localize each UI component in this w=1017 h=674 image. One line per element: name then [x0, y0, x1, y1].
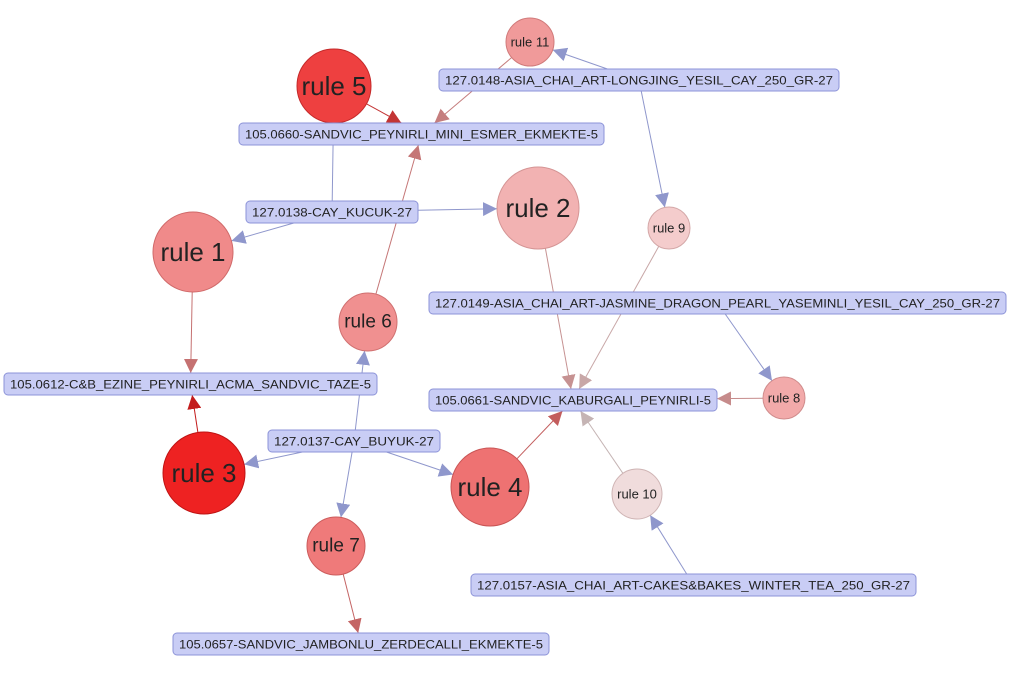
edge-i_winter-to-r10	[649, 514, 688, 575]
item-box	[428, 291, 1007, 315]
rule-circle	[611, 468, 663, 520]
rule-circle	[450, 447, 530, 527]
edge-i_cay_buyuk-to-r3	[243, 451, 303, 469]
edge-i_longjing-to-r9	[640, 90, 669, 208]
rule-node-10[interactable]: rule 10	[611, 468, 663, 520]
rule-node-5[interactable]: rule 5	[296, 48, 372, 124]
rule-label: rule 8	[768, 391, 801, 406]
item-box	[245, 200, 419, 224]
item-label: 127.0137-CAY_BUYUK-27	[274, 435, 434, 449]
rule-label: rule 11	[511, 35, 550, 50]
rule-node-8[interactable]: rule 8	[762, 376, 806, 420]
item-box	[438, 68, 840, 92]
item-node[interactable]: 127.0157-ASIA_CHAI_ART-CAKES&BAKES_WINTE…	[470, 573, 917, 597]
rule-node-7[interactable]: rule 7	[306, 516, 366, 576]
rule-circle	[647, 206, 691, 250]
item-box	[267, 429, 441, 453]
edge-r1-to-i_ezine	[183, 291, 198, 374]
edge-r2-to-i_kaburgali	[544, 248, 576, 390]
item-box	[238, 122, 605, 146]
rule-node-1[interactable]: rule 1	[152, 211, 234, 293]
item-label: 127.0138-CAY_KUCUK-27	[252, 206, 412, 220]
rule-circle	[162, 431, 246, 515]
item-box	[470, 573, 917, 597]
item-node[interactable]: 127.0149-ASIA_CHAI_ART-JASMINE_DRAGON_PE…	[428, 291, 1007, 315]
item-label: 105.0661-SANDVIC_KABURGALI_PEYNIRLI-5	[435, 394, 711, 408]
rule-label: rule 5	[301, 71, 366, 101]
rule-circle	[338, 292, 398, 352]
edge-i_cay_kucuk-to-r1	[231, 222, 294, 244]
item-label: 127.0157-ASIA_CHAI_ART-CAKES&BAKES_WINTE…	[477, 579, 910, 593]
rule-label: rule 1	[160, 237, 225, 267]
rule-circle	[762, 376, 806, 420]
rule-node-11[interactable]: rule 11	[505, 17, 555, 67]
rule-node-4[interactable]: rule 4	[450, 447, 530, 527]
edge-r7-to-i_jambonlu	[342, 573, 362, 634]
rules-layer: rule 1 rule 2 rule 3 rule 4 rule 5 rule 6 rule…	[152, 17, 806, 576]
edge-i_cay_kucuk-to-r2	[417, 202, 498, 217]
item-label: 127.0148-ASIA_CHAI_ART-LONGJING_YESIL_CA…	[445, 74, 833, 88]
item-box	[428, 388, 718, 412]
rule-node-2[interactable]: rule 2	[496, 166, 580, 250]
item-box	[172, 632, 550, 656]
item-node[interactable]: 105.0661-SANDVIC_KABURGALI_PEYNIRLI-5	[428, 388, 718, 412]
rule-label: rule 9	[653, 221, 686, 236]
edge-r10-to-i_kaburgali	[580, 410, 624, 474]
rule-node-9[interactable]: rule 9	[647, 206, 691, 250]
item-node[interactable]: 127.0138-CAY_KUCUK-27	[245, 200, 419, 224]
item-label: 105.0657-SANDVIC_JAMBONLU_ZERDECALLI_EKM…	[179, 638, 543, 652]
item-node[interactable]: 105.0657-SANDVIC_JAMBONLU_ZERDECALLI_EKM…	[172, 632, 550, 656]
edge-i_cay_buyuk-to-r7	[336, 451, 353, 518]
edge-r5-to-i_mini_esmer	[366, 103, 402, 124]
rule-circle	[496, 166, 580, 250]
rule-label: rule 7	[312, 536, 360, 557]
edge-r9-to-i_kaburgali	[578, 246, 660, 390]
rule-circle	[306, 516, 366, 576]
rule-node-3[interactable]: rule 3	[162, 431, 246, 515]
item-label: 127.0149-ASIA_CHAI_ART-JASMINE_DRAGON_PE…	[435, 297, 1000, 311]
rule-node-6[interactable]: rule 6	[338, 292, 398, 352]
rule-label: rule 6	[344, 312, 392, 333]
rule-label: rule 4	[457, 472, 522, 502]
item-node[interactable]: 105.0660-SANDVIC_PEYNIRLI_MINI_ESMER_EKM…	[238, 122, 605, 146]
items-layer: 105.0660-SANDVIC_PEYNIRLI_MINI_ESMER_EKM…	[3, 68, 1007, 656]
item-node[interactable]: 127.0148-ASIA_CHAI_ART-LONGJING_YESIL_CA…	[438, 68, 840, 92]
rule-circle	[505, 17, 555, 67]
item-node[interactable]: 127.0137-CAY_BUYUK-27	[267, 429, 441, 453]
edge-r3-to-i_ezine	[187, 394, 202, 433]
edges-layer	[183, 47, 773, 634]
edge-i_cay_buyuk-to-r4	[386, 451, 454, 477]
rule-circle	[152, 211, 234, 293]
item-label: 105.0612-C&B_EZINE_PEYNIRLI_ACMA_SANDVIC…	[10, 378, 371, 392]
rule-label: rule 3	[171, 458, 236, 488]
rule-label: rule 2	[505, 193, 570, 223]
edge-i_jasmine-to-r8	[724, 313, 773, 382]
edge-i_longjing-to-r11	[552, 47, 608, 70]
edge-r4-to-i_kaburgali	[516, 410, 563, 460]
rule-label: rule 10	[617, 487, 657, 502]
item-node[interactable]: 105.0612-C&B_EZINE_PEYNIRLI_ACMA_SANDVIC…	[3, 372, 378, 396]
item-label: 105.0660-SANDVIC_PEYNIRLI_MINI_ESMER_EKM…	[245, 128, 598, 142]
item-box	[3, 372, 378, 396]
